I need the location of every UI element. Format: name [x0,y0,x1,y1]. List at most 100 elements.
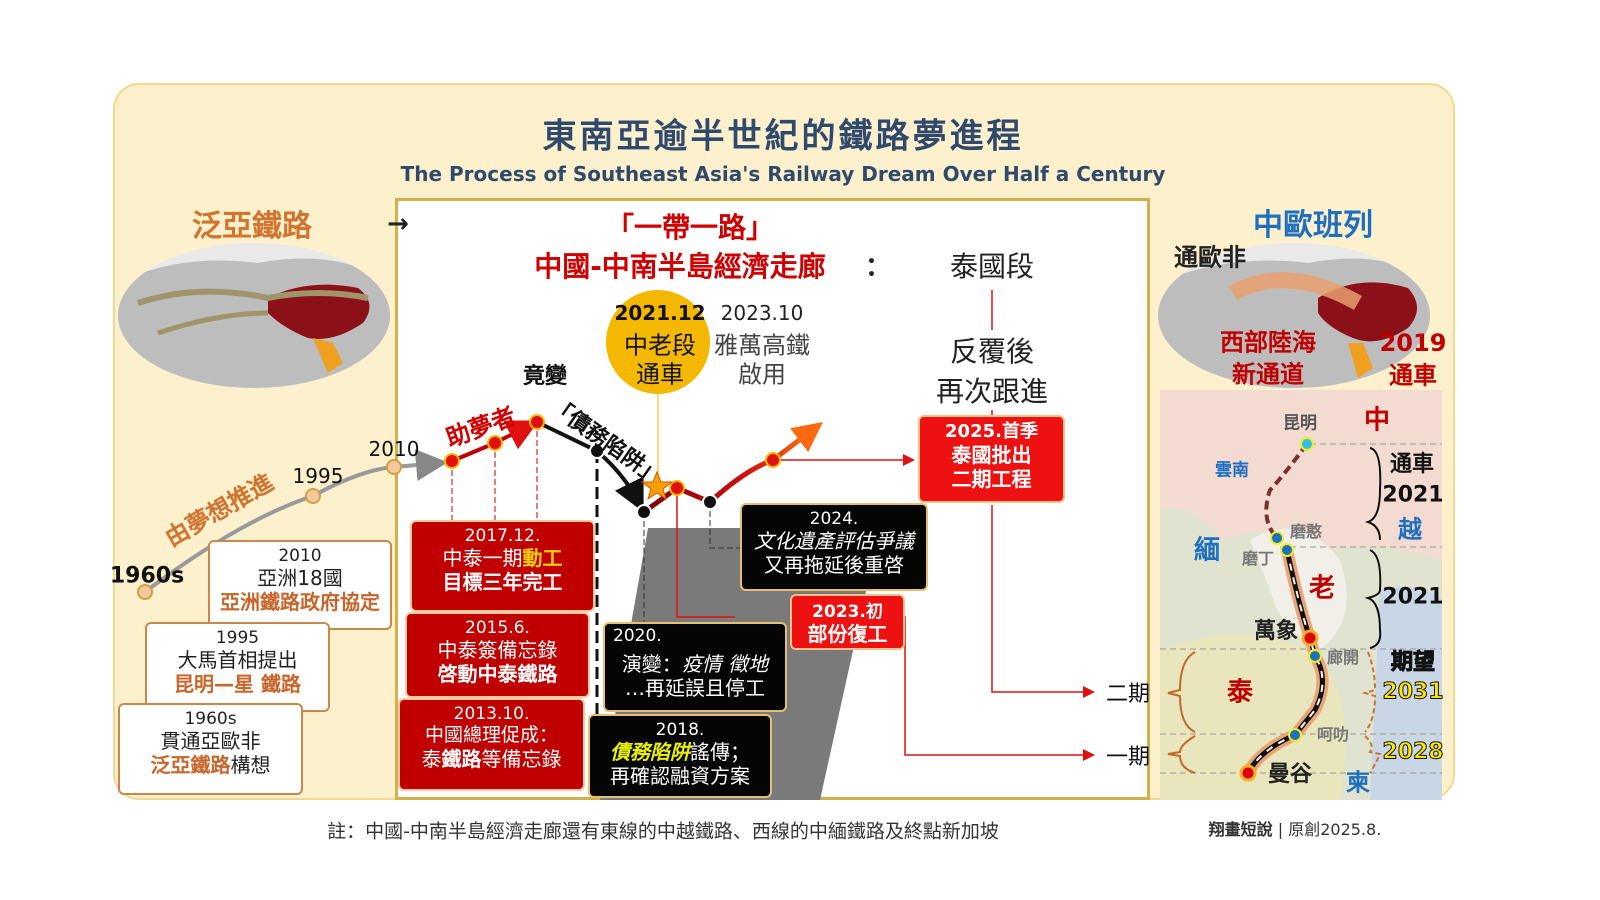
phase1-label: 一期 [1105,745,1151,770]
event-text: 中泰一期 [442,546,523,571]
laos-thailand-map [1160,390,1442,800]
map-label-myanmar: 緬 [1193,535,1221,566]
event-text: 中國總理促成： [424,724,558,747]
event-text: 目標三年完工 [442,570,563,595]
footer-note: 註：中國-中南半島經濟走廊還有東線的中越鐵路、西線的中緬鐵路及終點新加坡 [327,820,999,843]
page-title: 東南亞逾半世紀的鐵路夢進程 [542,116,1024,157]
event-highlight: 亞洲鐵路政府協定 [220,590,380,615]
map-label-boten: 磨憨 [1289,522,1323,541]
event-date: 2015.6. [465,618,530,638]
year-1995: 1995 [292,464,344,488]
laos-milestone-circle [606,290,710,394]
event-highlight: 昆明—星 鐵路 [174,672,301,697]
star-icon [640,470,674,501]
pan-asia-map [118,243,390,388]
event-highlight: 動工 [522,546,563,571]
bracket-expect: 期望 [1390,650,1436,676]
followup-line2: 再次跟進 [935,370,1049,410]
event-2013: 2013.10. 中國總理促成： 泰鐵路等備忘錄 [398,698,585,791]
event-highlight: 啓動中泰鐵路 [437,662,558,687]
map-label-yunnan: 雲南 [1215,460,1249,481]
map-label-thailand: 泰 [1226,677,1254,708]
western-corridor-label: 西部陸海 [1220,328,1316,357]
event-date: 2018. [655,720,705,740]
route-map [1160,390,1442,800]
event-date: 2020. [613,626,662,646]
to-europe-label: 通歐非 [1174,243,1246,272]
world-map-icon [1158,258,1430,388]
followup-line1: 反覆後 [949,330,1035,370]
map-label-laos: 老 [1308,573,1336,604]
event-highlight: 債務陷阱 [610,740,690,765]
jakarta-line1: 雅萬高鐵 [714,331,810,360]
china-europe-heading: 中歐班列 [1253,208,1373,243]
laos-date: 2021.12 [614,301,706,325]
recovery-curve [642,421,823,515]
event-date: 1960s [184,709,237,729]
world-map-icon [118,258,390,388]
event-text: …再延誤且停工 [625,676,765,700]
laos-line1: 中老段 [624,331,696,360]
event-text: 再確認融資方案 [610,764,750,789]
event-text: 謠傳； [690,740,750,765]
map-label-cambodia: 柬 [1346,768,1370,797]
event-text: 泰國批出 [951,442,1032,467]
jakarta-date: 2023.10 [720,301,804,325]
laos-line2: 通車 [636,360,684,389]
event-1960s: 1960s 貫通亞歐非 泛亞鐵路構想 [118,703,303,795]
event-date: 1995 [215,628,260,648]
event-2017: 2017.12. 中泰一期動工 目標三年完工 [410,520,595,612]
opened-label: 通車 [1389,361,1437,390]
event-text: 又再拖延後重啓 [764,553,904,578]
event-date: 2024. [809,509,859,529]
event-highlight: 疫情 徵地 [681,652,769,676]
opened-year: 2019 [1379,329,1447,357]
event-text: 中泰簽備忘錄 [437,638,558,663]
footer-credit: 翔畫短說 | 原創2025.8. [1208,820,1382,839]
bracket-2021a: 2021 [1382,482,1444,508]
event-2023: 2023.初 部份復工 [790,594,905,650]
event-date: 2025.首季 [945,421,1038,442]
event-2020: 2020. 演變：疫情 徵地 …再延誤且停工 [603,622,787,712]
map-label-china: 中 [1363,405,1391,436]
corridor-colon: ： [864,252,892,283]
event-text: 等備忘錄 [481,747,562,772]
event-text: 泰 [421,747,442,772]
event-2025: 2025.首季 泰國批出 二期工程 [918,415,1065,503]
bracket-2028: 2028 [1382,739,1444,765]
event-highlight: 文化遺產評估爭議 [754,529,914,554]
bracket-open-label: 通車 [1389,452,1435,477]
event-text: 貫通亞歐非 [160,729,261,754]
china-europe-map [1158,243,1430,388]
credit-brand: 翔畫短說 [1208,820,1273,839]
event-date: 2013.10. [453,704,530,724]
event-text: 構想 [230,753,271,778]
thailand-section-label: 泰國段 [949,250,1035,283]
event-2015: 2015.6. 中泰簽備忘錄 啓動中泰鐵路 [405,612,590,698]
event-text: 亞洲18國 [257,566,343,591]
event-1995: 1995 大馬首相提出 昆明—星 鐵路 [145,622,330,712]
event-text: 二期工程 [951,466,1032,491]
arrow-right-icon: → [387,209,409,239]
credit-date: 原創2025.8. [1288,820,1382,839]
event-2024: 2024. 文化遺產評估爭議 又再拖延後重啓 [740,503,928,591]
map-label-nongkhai: 廊開 [1326,648,1360,667]
jakarta-line2: 啟用 [738,360,786,389]
year-2010: 2010 [368,437,420,461]
event-date: 2023.初 [812,602,883,622]
turn-label: 竟變 [522,364,568,389]
event-date: 2010 [278,546,322,566]
event-text: 演變： [621,652,682,676]
map-label-vientiane: 萬象 [1253,619,1299,644]
map-label-korat: 呵叻 [1316,725,1350,744]
event-2010: 2010 亞洲18國 亞洲鐵路政府協定 [208,540,392,630]
bracket-2031: 2031 [1382,679,1444,705]
phase2-label: 二期 [1105,682,1151,707]
event-highlight: 鐵路 [441,747,482,772]
bracket-2021b: 2021 [1382,584,1444,610]
event-highlight: 泛亞鐵路 [150,753,231,778]
corridor-label: 中國-中南半島經濟走廊 [534,250,826,283]
western-corridor-label-2: 新通道 [1232,360,1304,389]
year-1960s: 1960s [109,563,185,589]
event-date: 2017.12. [464,526,541,546]
